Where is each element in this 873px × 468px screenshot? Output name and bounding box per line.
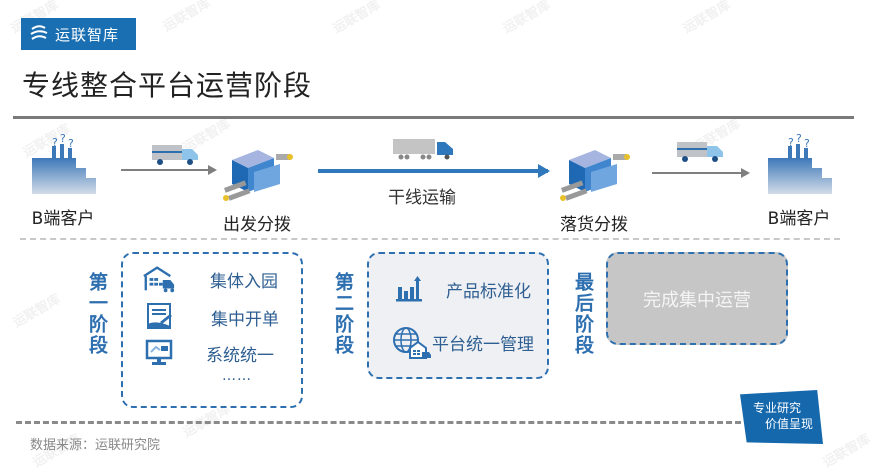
node-label: 落货分拨 (560, 215, 628, 235)
svg-text:?: ? (60, 132, 66, 145)
stage-box-first (121, 252, 303, 408)
stage-item: 平台统一管理 (392, 324, 534, 360)
logo-text: 运联智库 (55, 25, 120, 44)
stage-item-text: 产品标准化 (446, 281, 531, 302)
stage-label-final: 最后阶段 (572, 272, 594, 356)
trunk-transport-arrow (318, 164, 550, 178)
factory-icon: ??? (32, 132, 96, 194)
stage-label-second: 第二阶段 (332, 272, 354, 356)
semi-truck-icon (393, 139, 453, 160)
data-source: 数据来源：运联研究院 (30, 438, 161, 453)
node-label: B端客户 (31, 209, 95, 229)
more-ellipsis: …… (222, 368, 252, 384)
page-title: 专线整合平台运营阶段 (22, 69, 313, 102)
stage-item-text: 集中开单 (211, 309, 279, 330)
stage-item: 集体入园 (142, 264, 278, 294)
title-divider (13, 116, 854, 119)
svg-text:?: ? (788, 136, 794, 149)
trunk-transport-label: 干线运输 (388, 188, 456, 208)
flow-arrow (121, 165, 217, 175)
flow-node-origin-client: ??? B端客户 (28, 132, 98, 229)
stage-box-second (367, 252, 549, 379)
warehouse-truck-icon (142, 264, 176, 294)
document-sign-icon (142, 302, 176, 332)
flow-arrow (652, 168, 750, 178)
stage-box-final (606, 252, 788, 345)
logo-badge: 运联智库 (21, 18, 136, 50)
svg-text:?: ? (52, 136, 58, 149)
stage-item: 集中开单 (142, 302, 279, 332)
svg-text:?: ? (796, 132, 802, 145)
van-icon (152, 145, 198, 165)
logo-wave-icon (30, 25, 48, 40)
footer-divider (16, 421, 750, 424)
flow-node-arrival-hub: 落货分拨 (555, 148, 633, 235)
sorting-center-icon (560, 150, 630, 201)
node-label: 出发分拨 (223, 215, 291, 235)
svg-text:?: ? (804, 137, 810, 150)
svg-text:?: ? (68, 137, 74, 150)
van-icon (677, 142, 723, 162)
slogan-line-1: 专业研究 (753, 401, 802, 415)
final-stage-text: 完成集中运营 (643, 289, 751, 311)
monitor-icon (142, 338, 176, 368)
node-label: B端客户 (767, 209, 831, 229)
globe-warehouse-icon (392, 324, 432, 360)
slogan-line-2: 价值呈现 (765, 417, 814, 431)
section-divider (20, 238, 840, 240)
factory-icon: ??? (768, 132, 832, 194)
stage-item: 系统统一 (142, 338, 274, 368)
stage-item: 产品标准化 (392, 274, 531, 304)
flow-node-destination-client: ??? B端客户 (764, 132, 834, 229)
bar-chart-icon (392, 274, 426, 304)
flow-node-departure-hub: 出发分拨 (218, 148, 296, 235)
sorting-center-icon (223, 150, 293, 201)
stage-label-first: 第一阶段 (86, 272, 108, 356)
stage-item-text: 集体入园 (210, 271, 278, 292)
slogan-badge: 专业研究 价值呈现 (740, 390, 823, 444)
stage-item-text: 系统统一 (206, 345, 274, 366)
stage-item-text: 平台统一管理 (432, 334, 534, 355)
